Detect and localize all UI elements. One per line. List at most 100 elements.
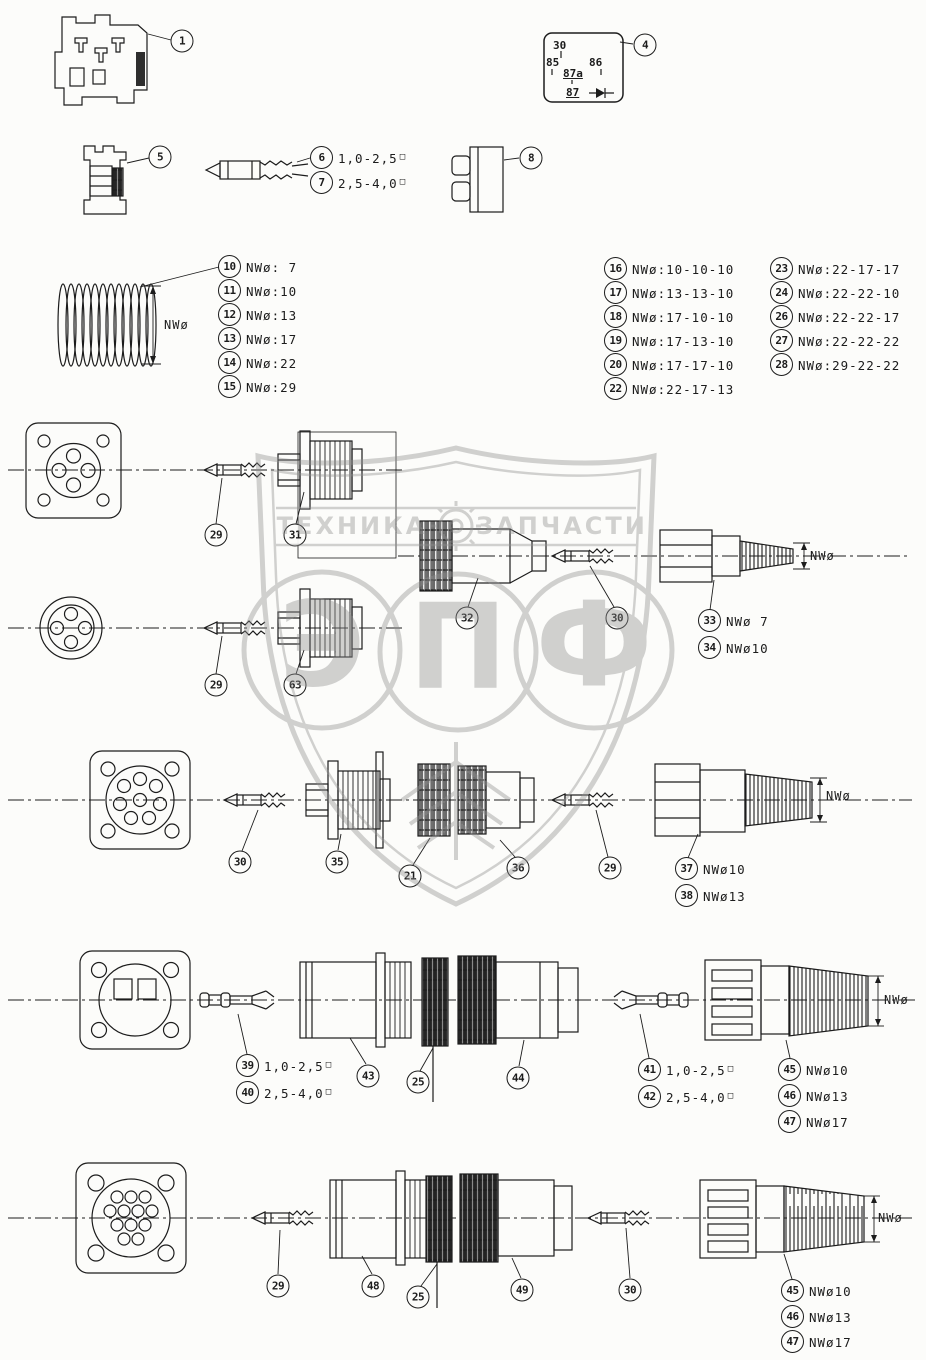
dim-row1 [793,542,810,570]
wire-size-label: 2,5-4,0□ [666,1089,735,1105]
callout-37-row: 37 NWø10 [675,857,746,880]
callout-46-row4: 46 NWø13 [778,1084,849,1107]
connector-44-drawing [457,955,579,1045]
part-1-housing-drawing [54,14,148,106]
callout-19: 19 [604,329,627,352]
tube-size-label: NWø:17-13-10 [632,333,735,349]
diode-icon [589,88,614,98]
callout-27: 27 [770,329,793,352]
flange-12pin-drawing [75,1162,187,1274]
nw-size-label: NWø10 [809,1283,852,1299]
relay-pin-87: 87 [566,86,580,99]
callout-43: 43 [356,1064,380,1088]
callout-38: 38 [675,884,698,907]
callout-45: 45 [778,1058,801,1081]
callout-8: 8 [519,146,543,170]
dim-label-row3: NWø [826,789,851,803]
tube-size-label: NWø:22-22-17 [798,309,901,325]
callout-47-row4: 47 NWø17 [778,1110,849,1133]
round-4pin-drawing [39,596,103,660]
size-row-10: 10 NWø: 7 [218,255,297,278]
dim-label-row4: NWø [884,993,909,1007]
size-row-14: 14 NWø:22 [218,351,297,374]
callout-26: 26 [770,305,793,328]
callout-36: 36 [506,856,530,880]
callout-46: 46 [778,1084,801,1107]
knurled-ring-21-drawing [417,763,451,837]
callout-38-row: 38 NWø13 [675,884,746,907]
flange-4pin-drawing [25,422,122,519]
tube-size-label: NWø:29 [246,379,298,395]
tube-size-label: NWø:22 [246,355,298,371]
square-mm-icon: □ [727,1063,735,1074]
size-row-17: 17 NWø:13-13-10 [604,281,734,304]
callout-42-row: 42 2,5-4,0□ [638,1085,734,1108]
dim-tube [141,285,161,365]
callout-31: 31 [283,523,307,547]
size-row-19: 19 NWø:17-13-10 [604,329,734,352]
fitting-45-47-row4-drawing [704,959,869,1041]
relay-drawing [543,32,624,103]
size-row-15: 15 NWø:29 [218,375,297,398]
callout-32: 32 [455,606,479,630]
callout-41: 41 [638,1058,661,1081]
dim-row3 [810,777,827,823]
tube-size-label: NWø:10-10-10 [632,261,735,277]
wire-size-label: 2,5-4,0□ [264,1085,333,1101]
nw-size-label: NWø 7 [726,613,769,629]
nw-size-label: NWø10 [726,640,769,656]
callout-11: 11 [218,279,241,302]
connector-49-drawing [459,1173,573,1263]
callout-47: 47 [778,1110,801,1133]
callout-45-row5: 45 NWø10 [781,1279,852,1302]
square-mm-icon: □ [325,1086,333,1097]
nw-size-label: NWø10 [806,1062,849,1078]
connector-43-drawing [299,952,412,1048]
callout-29-row1: 29 [204,523,228,547]
callout-40-row: 40 2,5-4,0□ [236,1081,332,1104]
nw-size-label: NWø17 [806,1114,849,1130]
callout-47: 47 [781,1330,804,1353]
callout-45: 45 [781,1279,804,1302]
tube-size-label: NWø:17-10-10 [632,309,735,325]
detail-box [297,431,397,559]
callout-15: 15 [218,375,241,398]
tube-size-label: NWø:17-17-10 [632,357,735,373]
callout-40: 40 [236,1081,259,1104]
fitting-45-47-row5-drawing [699,1179,865,1259]
size-row-26: 26 NWø:22-22-17 [770,305,900,328]
size-row-24: 24 NWø:22-22-10 [770,281,900,304]
callout-24: 24 [770,281,793,304]
nw-size-label: NWø10 [703,861,746,877]
callout-6: 6 [310,146,333,169]
callout-6-row: 6 1,0-2,5□ [310,146,406,169]
flange-2slot-drawing [79,950,191,1050]
relay-pin-87a: 87a [563,67,583,80]
callout-12: 12 [218,303,241,326]
dim-label-row1: NWø [810,549,835,563]
size-row-23: 23 NWø:22-17-17 [770,257,900,280]
callout-48: 48 [361,1274,385,1298]
callout-30-row1: 30 [605,606,629,630]
contact-ring-25-row5-drawing [425,1175,453,1308]
callout-14: 14 [218,351,241,374]
callout-1: 1 [170,29,194,53]
callout-46: 46 [781,1305,804,1328]
callout-30-row3: 30 [228,850,252,874]
fitting-37-38-drawing [654,763,813,837]
relay-pin-86: 86 [589,56,603,69]
coupling-36-drawing [457,765,535,835]
corrugated-tube-drawing [57,283,157,367]
callout-37: 37 [675,857,698,880]
coupling-32-drawing [419,520,547,592]
callout-39-row: 39 1,0-2,5□ [236,1054,332,1077]
callout-42: 42 [638,1085,661,1108]
tube-size-label: NWø:13 [246,307,298,323]
dim-row5 [864,1195,880,1243]
nw-size-label: NWø13 [809,1309,852,1325]
size-row-13: 13 NWø:17 [218,327,297,350]
callout-34: 34 [698,636,721,659]
callout-28: 28 [770,353,793,376]
size-row-20: 20 NWø:17-17-10 [604,353,734,376]
part-5-drawing [83,145,127,215]
